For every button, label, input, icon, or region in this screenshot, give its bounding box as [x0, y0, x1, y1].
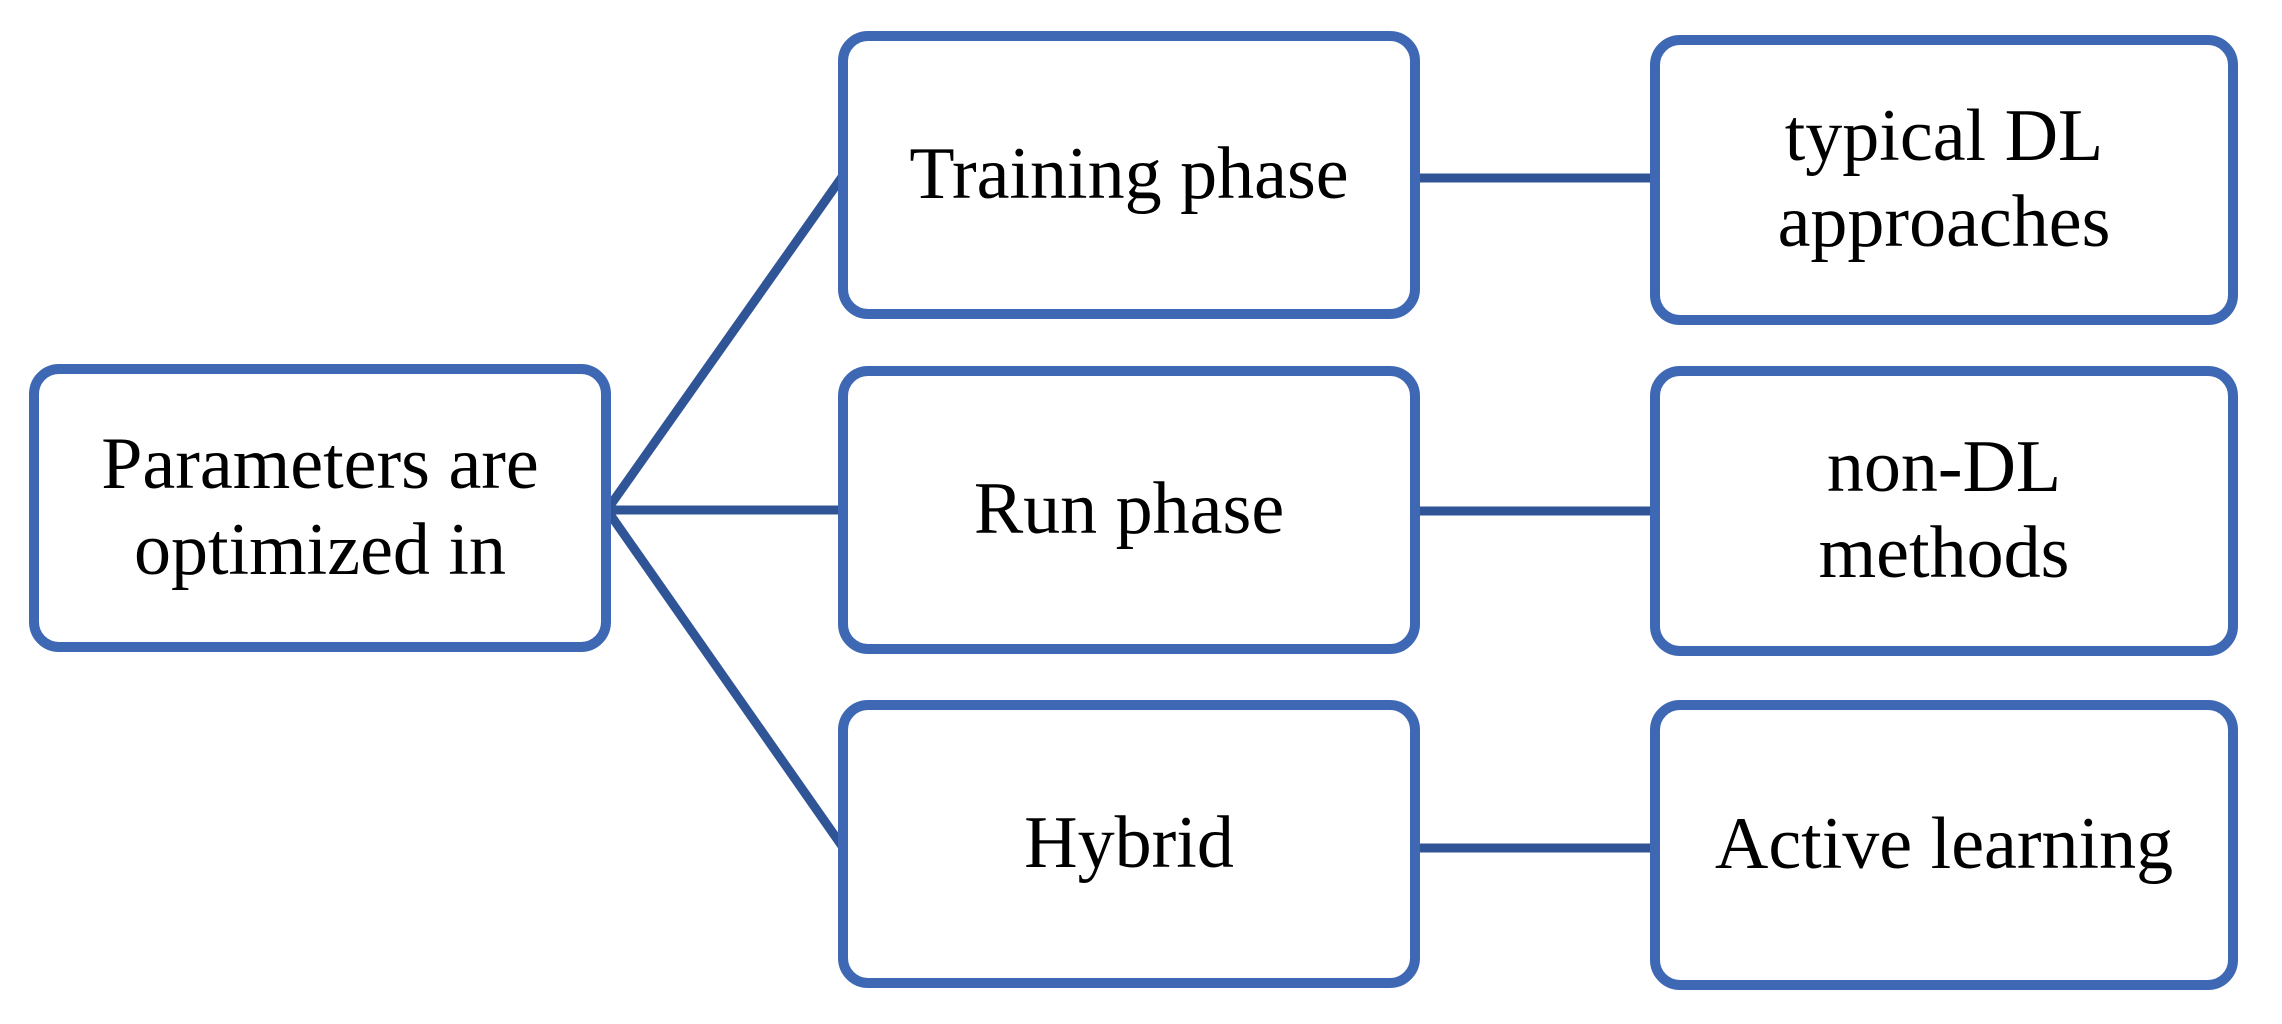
node-active-learning-label: Active learning — [1714, 803, 2174, 886]
connector-root-to-training — [603, 174, 846, 513]
node-training-phase-label: Training phase — [909, 133, 1349, 216]
node-training-phase: Training phase — [838, 31, 1420, 319]
node-typical-dl-approaches-label: typical DL approaches — [1777, 95, 2111, 263]
node-non-dl-methods: non-DL methods — [1650, 366, 2238, 656]
node-hybrid: Hybrid — [838, 700, 1420, 988]
node-parameters-optimized-in: Parameters are optimized in — [29, 364, 611, 652]
node-hybrid-label: Hybrid — [1024, 802, 1234, 885]
connector-root-to-hybrid — [603, 507, 846, 849]
node-typical-dl-approaches: typical DL approaches — [1650, 35, 2238, 325]
node-run-phase: Run phase — [838, 366, 1420, 654]
node-non-dl-methods-label: non-DL methods — [1818, 426, 2070, 594]
node-parameters-optimized-in-label: Parameters are optimized in — [101, 423, 539, 591]
node-active-learning: Active learning — [1650, 700, 2238, 990]
node-run-phase-label: Run phase — [973, 468, 1285, 551]
